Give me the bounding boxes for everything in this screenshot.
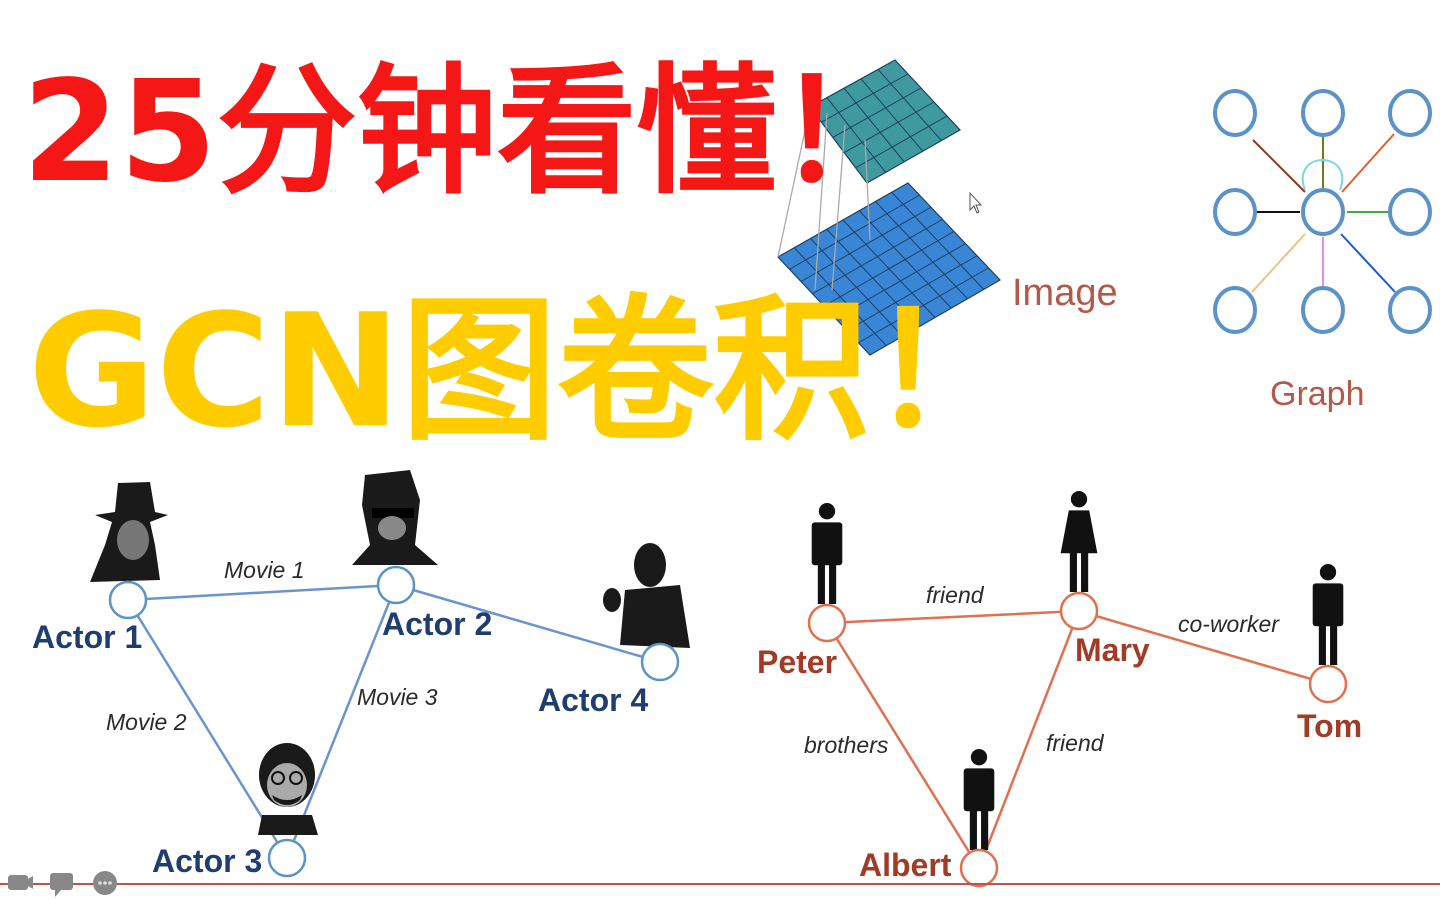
projection-line — [777, 106, 811, 258]
actor-portraits — [90, 470, 690, 835]
male-person-icon — [1312, 564, 1344, 665]
graph-node — [1388, 188, 1432, 236]
cursor-icon — [969, 191, 983, 214]
edge-label-friend-1: friend — [926, 582, 985, 608]
actor-1-label: Actor 1 — [32, 619, 142, 655]
actor-4-portrait — [603, 543, 690, 648]
person-node — [959, 848, 999, 888]
actor-3-label: Actor 3 — [152, 843, 262, 879]
person-node — [1308, 664, 1348, 704]
image-label: Image — [1012, 272, 1118, 314]
projection-line — [831, 124, 846, 291]
actor-2-label: Actor 2 — [382, 606, 492, 642]
graph-node — [1301, 188, 1345, 236]
edge-label-coworker: co-worker — [1178, 611, 1280, 637]
actor-2-portrait — [352, 470, 438, 565]
edge-label-movie-1: Movie 1 — [224, 557, 305, 583]
actor-node — [376, 565, 416, 605]
mary-label: Mary — [1075, 632, 1150, 668]
output-grid — [809, 59, 961, 184]
edge-label-movie-3: Movie 3 — [357, 684, 438, 710]
actor-nodes — [108, 565, 680, 878]
graph-node — [1213, 286, 1257, 334]
comment-icon[interactable] — [50, 873, 73, 897]
title-line-1: 25分钟看懂！ — [22, 51, 917, 214]
person-nodes — [807, 591, 1348, 888]
person-silhouettes — [811, 491, 1344, 850]
input-grid — [777, 182, 1001, 356]
graph-node — [1213, 188, 1257, 236]
graph-illustration — [1213, 89, 1432, 334]
graph-node — [1301, 286, 1345, 334]
male-person-icon — [963, 749, 995, 850]
social-graph — [825, 609, 1329, 869]
female-person-icon — [1060, 491, 1098, 592]
actor-node — [267, 838, 307, 878]
actor-4-label: Actor 4 — [538, 682, 648, 718]
person-node — [1059, 591, 1099, 631]
actor-1-portrait — [90, 482, 168, 582]
edge-label-brothers: brothers — [804, 732, 889, 758]
more-icon[interactable] — [93, 871, 117, 895]
edge-label-movie-2: Movie 2 — [106, 709, 187, 735]
peter-label: Peter — [757, 644, 837, 680]
actor-node — [108, 580, 148, 620]
albert-label: Albert — [859, 847, 952, 883]
actor-node — [640, 642, 680, 682]
projection-line — [864, 139, 871, 241]
camera-icon[interactable] — [8, 875, 33, 890]
graph-node — [1301, 89, 1345, 137]
actor-graph — [126, 583, 661, 859]
tom-label: Tom — [1297, 708, 1362, 744]
graph-node — [1388, 89, 1432, 137]
graph-node — [1388, 286, 1432, 334]
person-node — [807, 603, 847, 643]
actor-3-portrait — [258, 743, 318, 835]
male-person-icon — [811, 503, 843, 604]
graph-node — [1213, 89, 1257, 137]
graph-label: Graph — [1270, 375, 1365, 413]
projection-line — [814, 112, 828, 291]
title-line-2: GCN图卷积！ — [28, 280, 1025, 462]
image-grid-illustration — [777, 59, 1001, 356]
edge-label-friend-2: friend — [1046, 730, 1105, 756]
